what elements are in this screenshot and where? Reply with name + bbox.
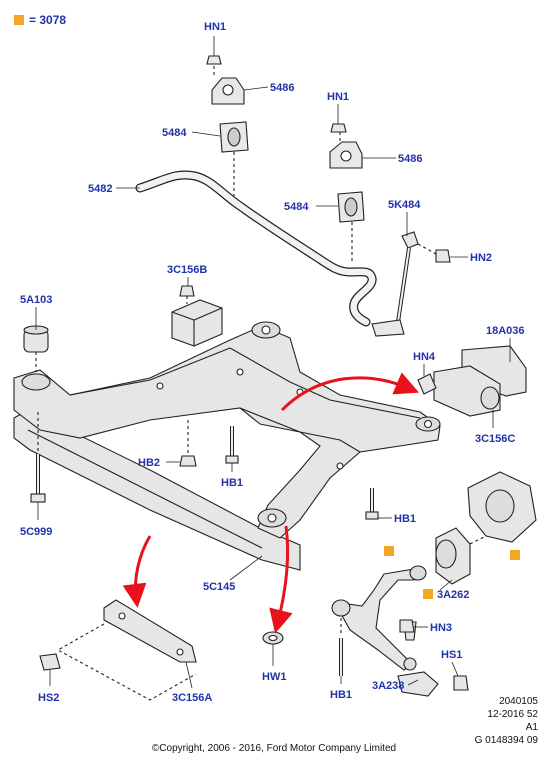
callout-3c156b: 3C156B xyxy=(167,264,207,276)
leader-lines xyxy=(35,36,511,689)
callout-hb1-right: HB1 xyxy=(394,513,416,525)
callout-hs1: HS1 xyxy=(441,649,462,661)
bracket-3c156a xyxy=(56,599,197,701)
subframe-body-shape xyxy=(13,325,441,539)
callout-hn4: HN4 xyxy=(413,351,436,363)
nut-hn1-right-shape xyxy=(330,123,347,133)
callout-hb1-lower: HB1 xyxy=(330,689,352,701)
callout-3a238: 3A238 xyxy=(372,680,404,692)
copyright-notice: ©Copyright, 2006 - 2016, Ford Motor Comp… xyxy=(151,743,397,754)
bushing-5a103 xyxy=(23,325,49,372)
orange-markers xyxy=(384,546,520,599)
marker-3078-a xyxy=(384,546,394,556)
nut-hn2-shape xyxy=(435,249,451,263)
callout-hn2: HN2 xyxy=(470,252,492,264)
stabilizer-bar-group xyxy=(135,55,451,337)
callout-hn1-right: HN1 xyxy=(327,91,349,103)
arrow-to-3c156c xyxy=(280,372,420,412)
callout-hn3: HN3 xyxy=(430,622,452,634)
subframe-mount-front-left xyxy=(21,373,51,391)
front-crossmember-shape xyxy=(13,409,301,571)
callout-5c999: 5C999 xyxy=(20,526,52,538)
callout-hb2: HB2 xyxy=(138,457,160,469)
legend: = 3078 xyxy=(14,13,66,27)
diagram-meta: 2040105 12-2016 52 A1 G 0148394 09 xyxy=(475,695,538,747)
callout-5486-right: 5486 xyxy=(398,153,422,165)
stabilizer-link-shape xyxy=(401,231,419,249)
stabilizer-bar-shape xyxy=(135,170,377,327)
subframe-group xyxy=(13,321,441,571)
lower-arm-shape xyxy=(339,567,421,671)
diagram-ref: G 0148394 09 xyxy=(474,735,538,746)
callout-hn1-left: HN1 xyxy=(204,21,226,33)
nut-hn1-left-shape xyxy=(206,55,222,65)
callout-3c156a: 3C156A xyxy=(172,692,212,704)
callout-hb1-upper: HB1 xyxy=(221,477,243,489)
marker-3078-c xyxy=(423,589,433,599)
callout-hw1: HW1 xyxy=(262,671,286,683)
arrow-to-hw1 xyxy=(269,525,293,634)
bolts-group xyxy=(30,412,415,671)
red-arrows xyxy=(122,372,420,634)
legend-marker-swatch xyxy=(14,15,24,25)
callout-5482: 5482 xyxy=(88,183,112,195)
lower-arm-group xyxy=(331,471,537,697)
legend-text: = 3078 xyxy=(29,13,67,27)
callout-18a036: 18A036 xyxy=(486,325,525,337)
callout-5c145: 5C145 xyxy=(203,581,235,593)
callout-5486-left: 5486 xyxy=(270,82,294,94)
callout-3a262: 3A262 xyxy=(437,589,469,601)
diagram-date: 12-2016 52 xyxy=(487,709,538,720)
diagram-code: 2040105 xyxy=(499,696,538,707)
callout-3c156c: 3C156C xyxy=(475,433,515,445)
callout-5a103: 5A103 xyxy=(20,294,52,306)
diagram-version: A1 xyxy=(525,722,538,733)
callout-hs2: HS2 xyxy=(38,692,59,704)
callout-5k484: 5K484 xyxy=(388,199,421,211)
marker-3078-b xyxy=(510,550,520,560)
arrow-to-3c156a xyxy=(122,535,152,608)
callout-5484-left: 5484 xyxy=(162,127,187,139)
callout-5484-right: 5484 xyxy=(284,201,309,213)
module-3c156b xyxy=(171,285,223,347)
